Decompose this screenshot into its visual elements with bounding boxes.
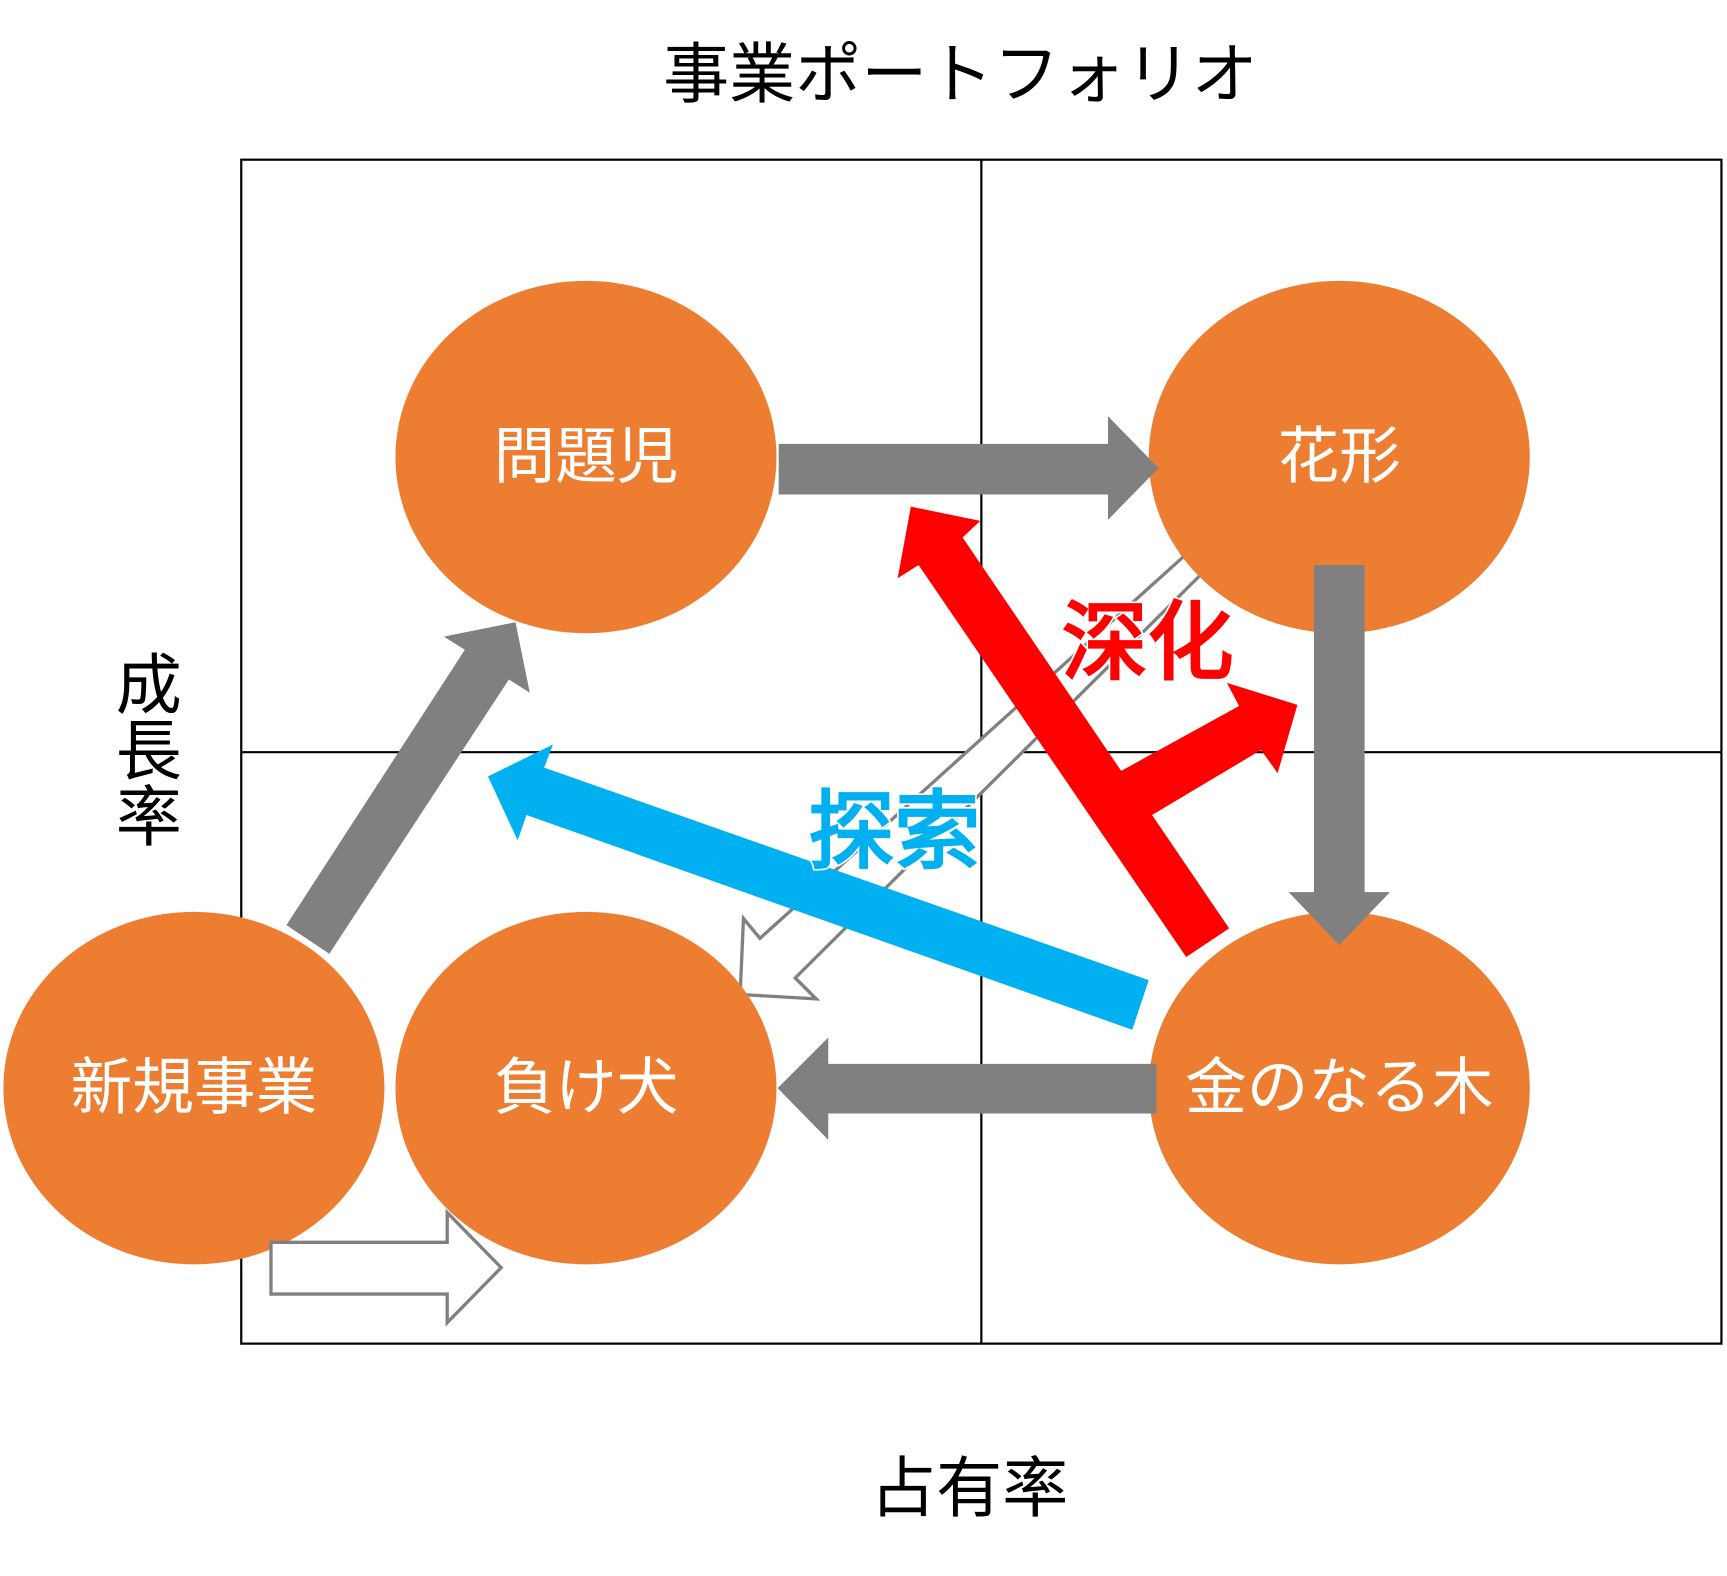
node-star: 花形 bbox=[1148, 280, 1530, 634]
arrow-new-business-to-problem-child bbox=[286, 622, 530, 954]
outline-arrow-new-business-to-dog bbox=[269, 1208, 504, 1327]
node-label: 新規事業 bbox=[71, 1051, 318, 1123]
x-axis-label: 占有率 bbox=[870, 1450, 1068, 1527]
node-label: 花形 bbox=[1278, 420, 1401, 492]
deepen-arrow bbox=[897, 506, 1298, 958]
node-new-business: 新規事業 bbox=[3, 911, 385, 1265]
node-label: 金のなる木 bbox=[1185, 1051, 1493, 1123]
node-dog: 負け犬 bbox=[395, 911, 777, 1265]
node-label: 問題児 bbox=[493, 420, 678, 492]
y-axis-label: 成長率 bbox=[105, 650, 182, 848]
explore-label: 探索 bbox=[808, 782, 980, 882]
node-cash-cow: 金のなる木 bbox=[1148, 911, 1530, 1265]
arrow-star-to-cash-cow bbox=[1288, 564, 1390, 945]
explore-arrow bbox=[487, 744, 1149, 1030]
deepen-label: 深化 bbox=[1062, 593, 1234, 693]
diagram-title: 事業ポートフォリオ bbox=[663, 36, 1258, 113]
node-problem-child: 問題児 bbox=[395, 280, 777, 634]
arrow-problem-child-to-star bbox=[778, 416, 1159, 520]
node-label: 負け犬 bbox=[493, 1051, 678, 1123]
arrow-cash-cow-to-dog bbox=[777, 1037, 1157, 1140]
